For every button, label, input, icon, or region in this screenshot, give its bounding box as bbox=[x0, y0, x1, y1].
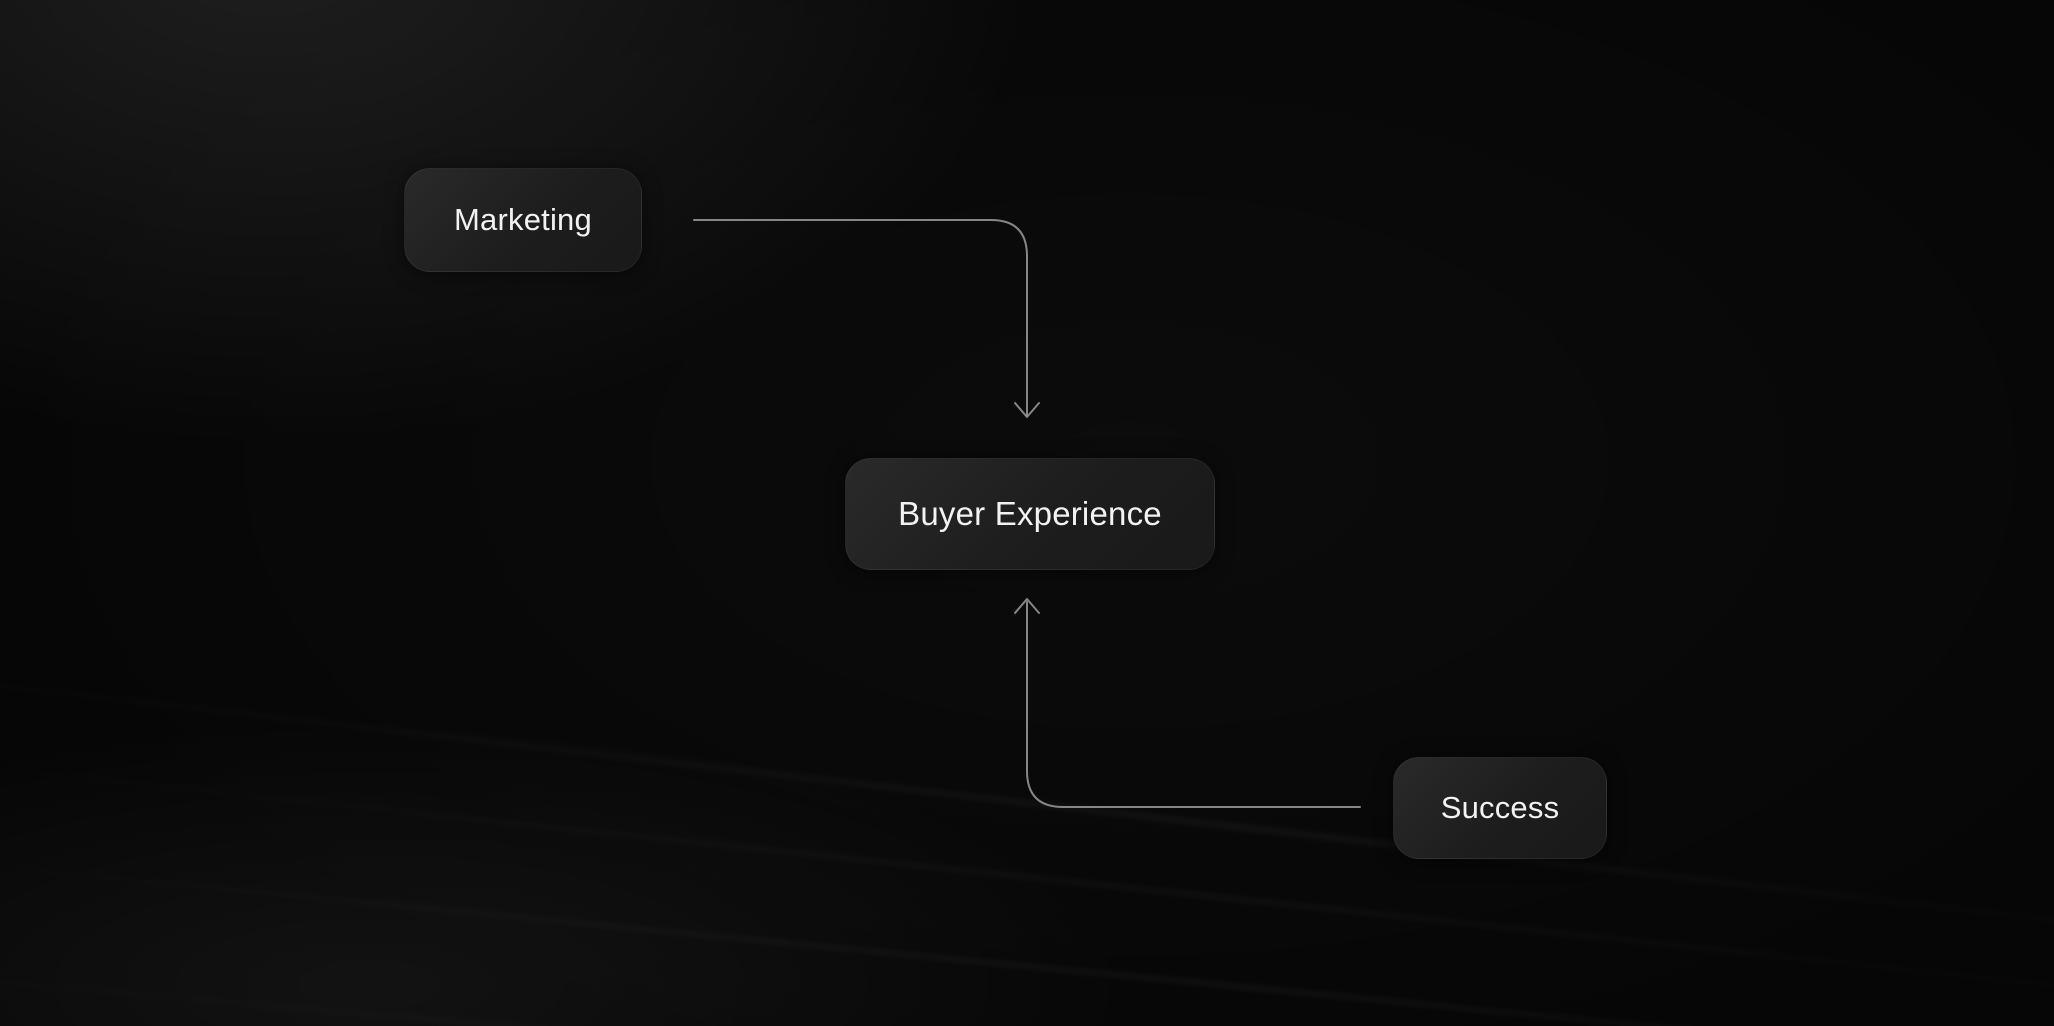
node-marketing: Marketing bbox=[404, 168, 642, 272]
node-buyer-experience: Buyer Experience bbox=[845, 458, 1215, 570]
arrowhead-up-icon bbox=[1014, 598, 1040, 614]
node-buyer-experience-label: Buyer Experience bbox=[898, 495, 1162, 532]
edge-success-to-buyer-line bbox=[1026, 601, 1361, 808]
arrowhead-down-icon bbox=[1014, 402, 1040, 418]
edge-marketing-to-buyer-line bbox=[693, 219, 1028, 416]
node-success: Success bbox=[1393, 757, 1607, 859]
node-success-label: Success bbox=[1440, 790, 1560, 825]
node-marketing-label: Marketing bbox=[454, 202, 592, 237]
